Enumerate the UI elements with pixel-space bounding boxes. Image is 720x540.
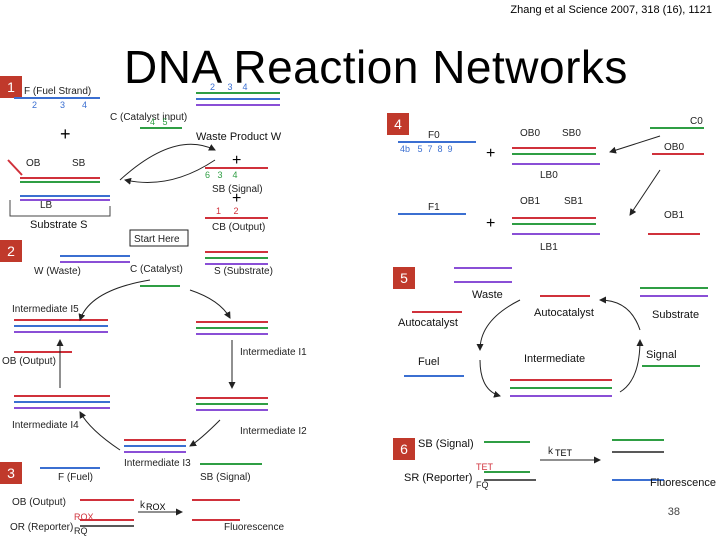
intermediate-i2-label: Intermediate I2: [240, 426, 307, 437]
svg-text:4: 4: [82, 100, 87, 110]
marker-2: 2: [0, 240, 22, 262]
marker-1: 1: [0, 76, 22, 98]
fuel-strand-label: F (Fuel Strand): [24, 86, 91, 97]
p5-autocatalyst-left: Autocatalyst: [398, 317, 458, 329]
svg-text:+: +: [232, 190, 241, 207]
p5-substrate-label: Substrate: [652, 309, 699, 321]
ob1-label: OB1: [520, 196, 540, 207]
sb1-label: SB1: [564, 196, 583, 207]
c0-label: C0: [690, 116, 703, 127]
marker-3: 3: [0, 462, 22, 484]
ob-output-label: OB (Output): [2, 356, 56, 367]
lb0-label: LB0: [540, 170, 558, 181]
p6-fluorescence-label: Fluorescence: [650, 477, 716, 489]
lb1-label: LB1: [540, 242, 558, 253]
f1-label: F1: [428, 202, 440, 213]
start-here-label: Start Here: [134, 234, 180, 245]
output-cb-label: CB (Output): [212, 222, 265, 233]
marker-6: 6: [393, 438, 415, 460]
svg-text:1 2: 1 2: [216, 206, 239, 216]
p5-autocatalyst-top: Autocatalyst: [534, 307, 594, 319]
ob0-label: OB0: [520, 128, 540, 139]
sb0-label: SB0: [562, 128, 581, 139]
waste-product-label: Waste Product W: [196, 131, 282, 143]
f0-label: F0: [428, 130, 440, 141]
slide-title: DNA Reaction Networks: [124, 41, 628, 93]
svg-text:2: 2: [32, 100, 37, 110]
p5-waste-label: Waste: [472, 289, 503, 301]
page-number: 38: [667, 506, 680, 518]
p6-fq-tag: FQ: [476, 480, 489, 490]
citation: Zhang et al Science 2007, 318 (16), 1121: [510, 4, 712, 16]
p6-rate-k: k: [548, 446, 554, 457]
intermediate-i3-label: Intermediate I3: [124, 458, 191, 469]
marker-5: 5: [393, 267, 415, 289]
ob0-output-label: OB0: [664, 142, 684, 153]
f-fuel-label: F (Fuel): [58, 472, 93, 483]
p3-rate-sub: ROX: [146, 502, 166, 512]
p3-fluorescence-label: Fluorescence: [224, 522, 284, 533]
p6-sr-reporter-label: SR (Reporter): [404, 472, 472, 484]
panel-5: Waste Autocatalyst Autocatalyst Substrat…: [398, 267, 708, 398]
marker-4: 4: [387, 113, 409, 135]
svg-text:+: +: [232, 152, 241, 169]
svg-text:2 3 4: 2 3 4: [210, 82, 248, 92]
ob1-output-label: OB1: [664, 210, 684, 221]
panel-1: F (Fuel Strand) 2 3 4 + OB SB LB Substrate…: [7, 82, 282, 233]
start-here-box: [129, 229, 189, 247]
panel-3: OB (Output) OR (Reporter) ROX RQ k ROX F…: [10, 497, 284, 536]
p5-signal-label: Signal: [646, 349, 677, 361]
svg-text:4b 5 7 8 9: 4b 5 7 8 9: [400, 144, 453, 154]
svg-text:+: +: [486, 215, 495, 232]
svg-text:3: 3: [60, 100, 65, 110]
intermediate-i5-label: Intermediate I5: [12, 304, 79, 315]
p6-sb-signal-label: SB (Signal): [418, 438, 474, 450]
substrate-s-label: Substrate S: [30, 219, 87, 231]
svg-text:+: +: [486, 145, 495, 162]
panel-4: F0 4b 5 7 8 9 + OB0 SB0 LB0 F1 + OB1 SB1…: [398, 116, 704, 253]
panel-2: Start Here W (Waste) C (Catalyst) S (Sub…: [2, 229, 307, 483]
p6-rate-sub: TET: [555, 448, 573, 458]
intermediate-i1-label: Intermediate I1: [240, 347, 307, 358]
p3-ob-output-label: OB (Output): [12, 497, 66, 508]
c-catalyst-label: C (Catalyst): [130, 264, 183, 275]
signal-sb-label: SB (Signal): [212, 184, 263, 195]
panel-6: SB (Signal) SR (Reporter) TET FQ k TET F…: [404, 438, 716, 490]
lb-label: LB: [40, 200, 53, 211]
p6-tet-tag: TET: [476, 462, 494, 472]
p5-fuel-label: Fuel: [418, 356, 439, 368]
svg-text:6 3 4: 6 3 4: [205, 170, 238, 180]
ob-label: OB: [26, 158, 41, 169]
plus-sign: +: [60, 124, 71, 144]
svg-text:4 5: 4 5: [150, 117, 168, 127]
intermediate-i4-label: Intermediate I4: [12, 420, 79, 431]
catalyst-input-label: C (Catalyst input): [110, 112, 187, 123]
s-substrate-label: S (Substrate): [214, 266, 273, 277]
p3-rq-tag: RQ: [74, 526, 88, 536]
p3-or-reporter-label: OR (Reporter): [10, 522, 73, 533]
sb-signal-label: SB (Signal): [200, 472, 251, 483]
p5-intermediate-label: Intermediate: [524, 353, 585, 365]
sb-label: SB: [72, 158, 86, 169]
p3-rate-k: k: [140, 500, 146, 511]
p3-rox-tag: ROX: [74, 512, 94, 522]
w-waste-label: W (Waste): [34, 266, 81, 277]
